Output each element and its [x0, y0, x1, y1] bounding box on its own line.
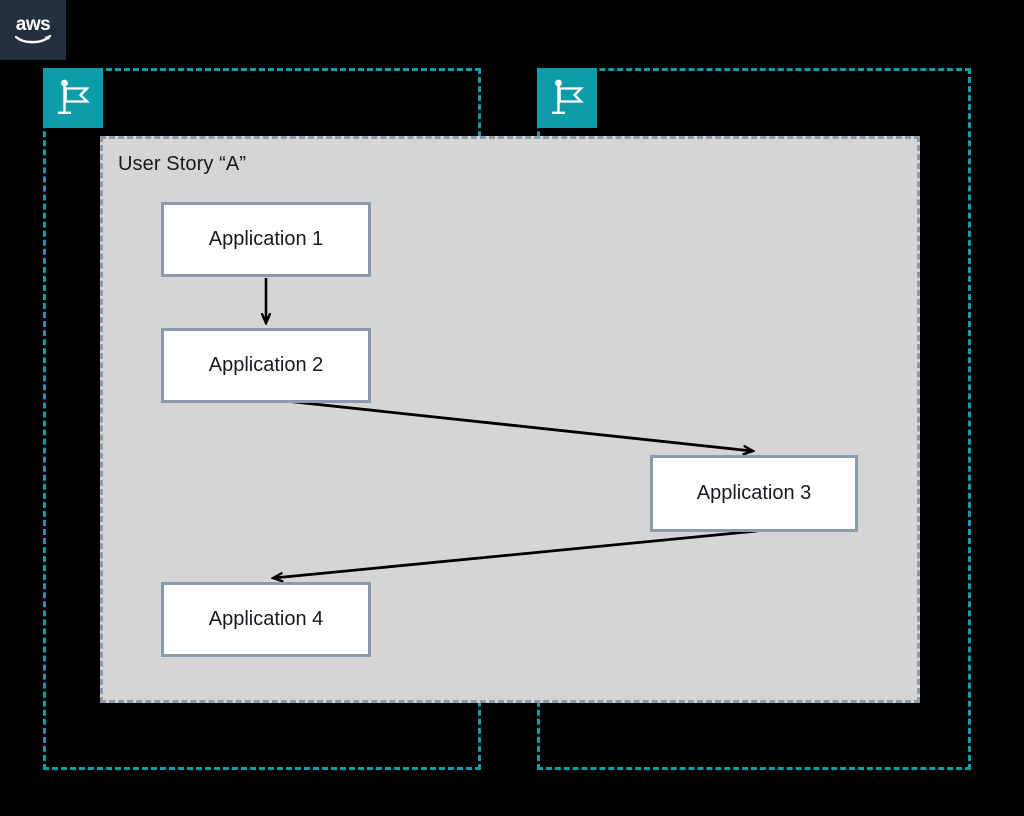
flag-icon	[552, 79, 584, 114]
node-label: Application 1	[208, 228, 324, 250]
aws-logo: aws	[0, 0, 66, 60]
node-application-1[interactable]: Application 1	[161, 202, 371, 277]
right-boundary-flag-badge	[537, 68, 597, 128]
left-boundary-flag-badge	[43, 68, 103, 128]
svg-text:aws: aws	[16, 14, 50, 35]
node-application-3[interactable]: Application 3	[650, 455, 858, 532]
node-label: Application 4	[208, 608, 324, 630]
user-story-title: User Story “A”	[118, 153, 247, 175]
flag-icon	[58, 79, 90, 114]
node-application-2[interactable]: Application 2	[161, 328, 371, 403]
node-application-4[interactable]: Application 4	[161, 582, 371, 657]
node-label: Application 2	[208, 354, 324, 376]
node-label: Application 3	[696, 482, 812, 504]
